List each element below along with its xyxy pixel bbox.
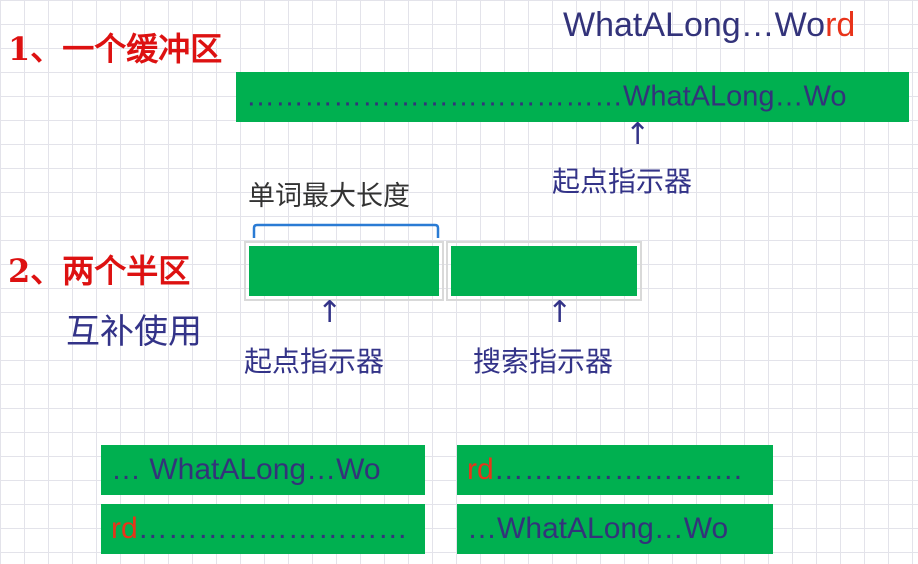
half-buffer-left (244, 241, 444, 301)
title-suffix: rd (825, 6, 856, 44)
start-pointer-label-1: 起点指示器 (552, 165, 693, 198)
brace-label: 单词最大长度 (248, 181, 410, 212)
brace (252, 223, 440, 238)
title-word: WhatALong…Word (563, 6, 855, 45)
example-left-bottom-text: rd……………………… (111, 512, 408, 546)
example-left-bottom: rd……………………… (101, 504, 425, 554)
search-pointer-arrow: ↑ (547, 295, 573, 330)
example-left-bottom-rest: ……………………… (137, 512, 408, 545)
half-buffer-right-fill (451, 246, 637, 296)
start-pointer-label-2: 起点指示器 (244, 345, 385, 378)
example-right-top: rd……………………. (457, 445, 773, 495)
half-buffer-right (446, 241, 642, 301)
example-right-top-text: rd……………………. (467, 453, 742, 487)
example-right-bottom-text: …WhatALong…Wo (467, 512, 729, 545)
example-right-bottom: …WhatALong…Wo (457, 504, 773, 554)
start-pointer-arrow-2: ↑ (317, 295, 343, 330)
search-pointer-label: 搜索指示器 (473, 345, 614, 378)
section1-heading: 1、一个缓冲区 (8, 30, 223, 68)
start-pointer-arrow-1: ↑ (625, 117, 651, 152)
example-left-bottom-red: rd (111, 512, 138, 545)
single-buffer-text: …………………………………WhatALong…Wo (246, 80, 847, 113)
half-buffer-left-fill (249, 246, 439, 296)
example-right-top-red: rd (467, 453, 494, 486)
example-right-top-rest: ……………………. (493, 453, 743, 486)
example-left-top: … WhatALong…Wo (101, 445, 425, 495)
single-buffer-bar: …………………………………WhatALong…Wo (236, 72, 909, 122)
section2-heading: 2、两个半区 (8, 252, 191, 290)
title-prefix: WhatALong…Wo (563, 6, 826, 44)
example-left-top-text: … WhatALong…Wo (111, 453, 381, 486)
section2-subtitle: 互补使用 (66, 312, 202, 352)
